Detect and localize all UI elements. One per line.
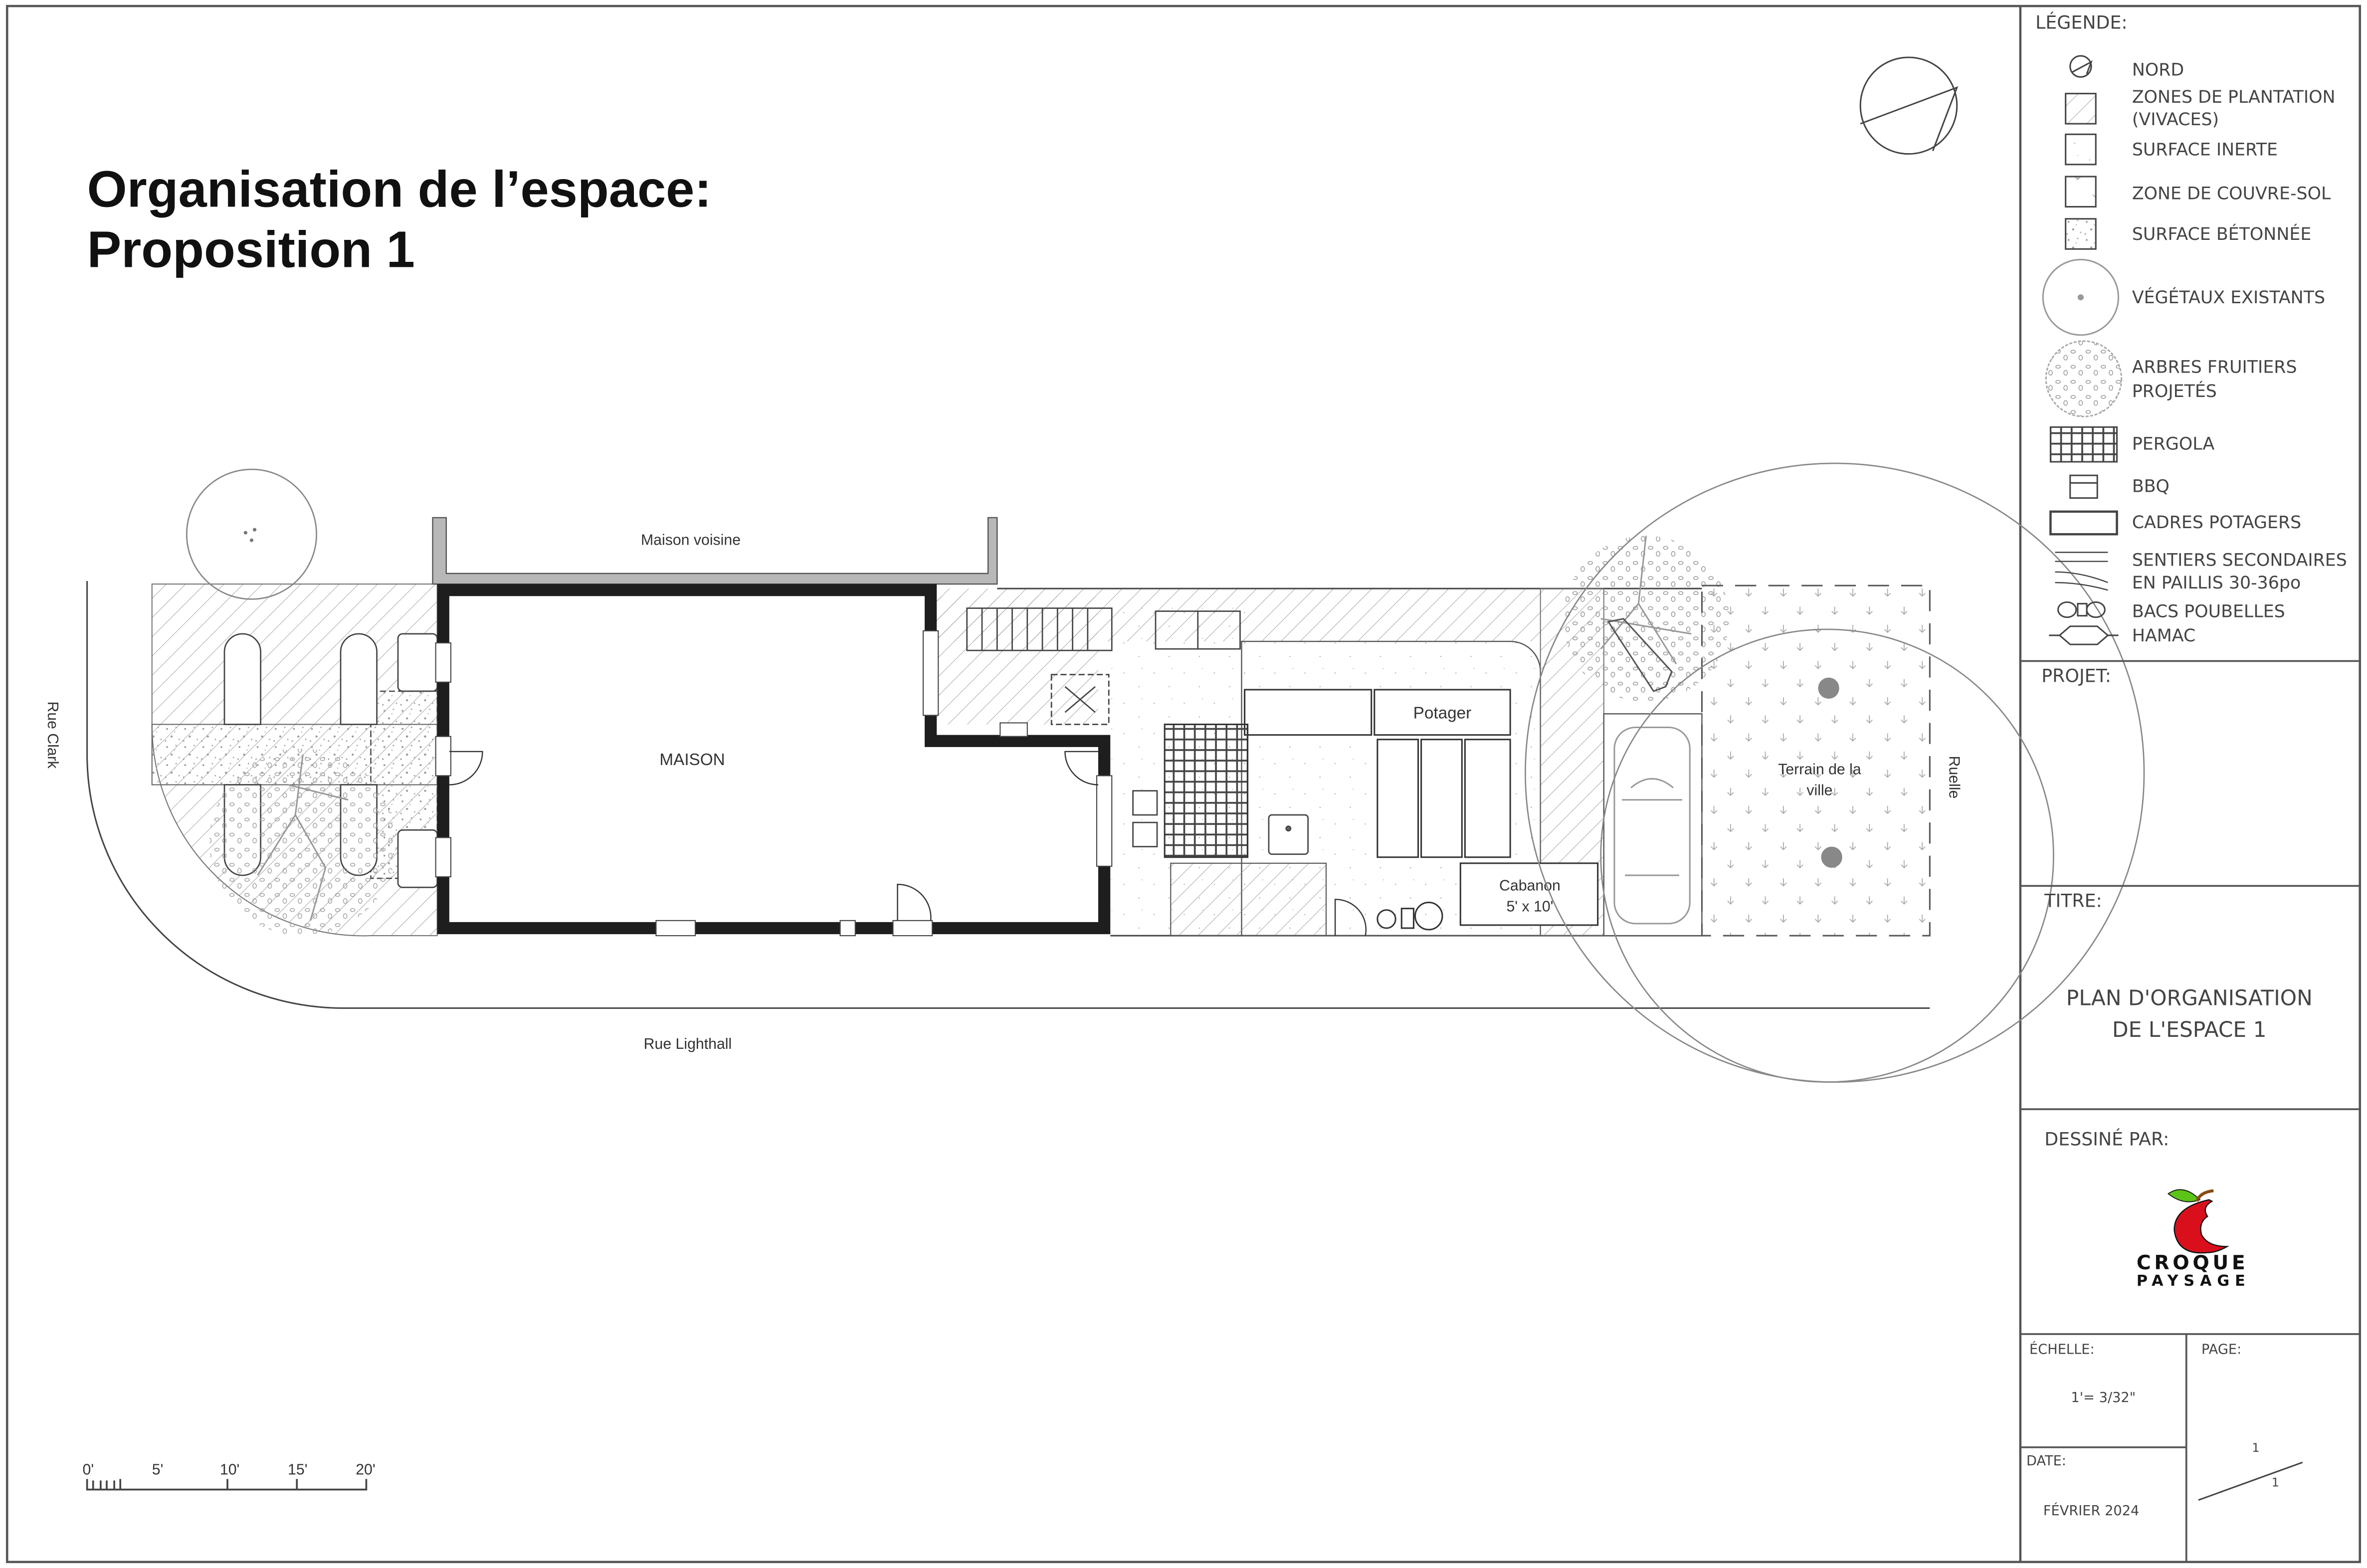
titre-value-1: PLAN D'ORGANISATION (2066, 985, 2313, 1010)
maison-voisine (432, 517, 998, 585)
logo-text-paysage: PAYSAGE (2137, 1272, 2245, 1290)
legend-item-sentiers-2: EN PAILLIS 30-36po (2132, 573, 2301, 593)
fruit-tree-icon (2045, 340, 2123, 417)
page-label: PAGE: (2201, 1342, 2241, 1357)
bbq (1268, 814, 1309, 855)
garden-bed-icon (2049, 510, 2118, 536)
terrain-de-la-ville (1701, 585, 1931, 937)
pergola-icon (2049, 426, 2118, 463)
hatch-swatch (2065, 93, 2097, 125)
legend-icons (2042, 55, 2123, 645)
date-label: DATE: (2026, 1453, 2066, 1469)
legend-item-zones-plantation-2: (VIVACES) (2132, 110, 2219, 130)
croque-paysage-logo: CROQUE PAYSAGE (2137, 1189, 2245, 1290)
stairs (966, 607, 1113, 725)
inert-swatch (2065, 133, 2097, 166)
legend-item-arbres: ARBRES FRUITIERS (2132, 357, 2297, 377)
legend-item-couvre-sol: ZONE DE COUVRE-SOL (2132, 184, 2331, 203)
legend-item-pergola: PERGOLA (2132, 434, 2215, 454)
concrete-swatch (2065, 218, 2097, 250)
existing-tree-front (186, 468, 317, 600)
cabanon (1459, 862, 1599, 926)
legend-item-bacs: BACS POUBELLES (2132, 602, 2285, 622)
north-icon (2069, 55, 2093, 78)
legend-labels: NORD ZONES DE PLANTATION (VIVACES) SURFA… (2132, 60, 2347, 646)
hammock-seat (1155, 610, 1241, 650)
scale-tick-5: 5' (152, 1461, 164, 1478)
rue-lighthall-label: Rue Lighthall (644, 1036, 732, 1052)
potager-label: Potager (1413, 704, 1472, 722)
garden-beds (1244, 689, 1511, 858)
projet-label: PROJET: (2041, 665, 2111, 687)
legend-item-vegetaux: VÉGÉTAUX EXISTANTS (2132, 287, 2325, 308)
cabanon-size-label: 5' x 10' (1506, 899, 1553, 915)
rear-planting (1170, 862, 1327, 937)
scale-tick-10: 10' (220, 1461, 239, 1478)
north-arrow-icon (1859, 56, 1959, 155)
doors (449, 751, 1367, 936)
legend-item-bbq: BBQ (2132, 476, 2170, 496)
existing-city-trees (1525, 462, 2145, 1083)
cabanon-label: Cabanon (1499, 877, 1561, 894)
sheet-border (5, 4, 2362, 1564)
scale-tick-0: 0' (83, 1461, 94, 1478)
hammock-icon (2049, 625, 2119, 645)
pergola (1164, 723, 1249, 858)
titre-label: TITRE: (2044, 890, 2102, 912)
echelle-value: 1'= 3/32" (2071, 1390, 2136, 1405)
legend-heading: LÉGENDE: (2035, 11, 2127, 33)
page-title-line2: Proposition 1 (87, 221, 415, 278)
terrain-label-2: ville (1806, 783, 1832, 799)
legend-item-nord: NORD (2132, 60, 2184, 80)
date-value: FÉVRIER 2024 (2043, 1503, 2139, 1519)
scale-tick-15: 15' (288, 1461, 307, 1478)
windows (435, 630, 1113, 937)
dessine-label: DESSINÉ PAR: (2044, 1129, 2169, 1150)
legend-item-arbres-2: PROJETÉS (2132, 381, 2217, 401)
rue-clark-label: Rue Clark (44, 701, 61, 769)
parking-pad (1603, 713, 1703, 937)
legend-item-hamac: HAMAC (2132, 626, 2195, 646)
street-curb (86, 581, 1930, 1009)
page-current: 1 (2252, 1441, 2259, 1455)
fruit-tree-front (209, 748, 396, 936)
legend-item-zones-plantation: ZONES DE PLANTATION (2132, 87, 2336, 107)
fruit-tree-back (1563, 536, 1729, 702)
garbage-bins (1377, 902, 1443, 931)
existing-plant-icon (2042, 258, 2120, 336)
page-total: 1 (2272, 1476, 2279, 1490)
legend-item-surface-inerte: SURFACE INERTE (2132, 140, 2278, 160)
echelle-label: ÉCHELLE: (2029, 1341, 2095, 1357)
scale-bar (86, 1479, 368, 1491)
groundcover-swatch (2065, 176, 2097, 208)
titre-value-2: DE L'ESPACE 1 (2112, 1017, 2267, 1042)
path-icon (2055, 552, 2108, 591)
bbq-icon (2069, 474, 2098, 499)
terrain-label-1: Terrain de la (1778, 761, 1861, 778)
bins-icon (2057, 601, 2106, 618)
page-fraction-line (2198, 1461, 2303, 1501)
maison-walls (435, 584, 1367, 937)
maison-label: MAISON (659, 751, 725, 769)
scale-tick-20: 20' (356, 1461, 375, 1478)
legend-item-sentiers: SENTIERS SECONDAIRES (2132, 551, 2347, 571)
legend-item-cadres: CADRES POTAGERS (2132, 513, 2301, 533)
page-title-line1: Organisation de l’espace: (87, 161, 712, 218)
logo-text-croque: CROQUE (2137, 1251, 2245, 1274)
maison-voisine-label: Maison voisine (641, 532, 741, 548)
car-icon (1613, 727, 1691, 925)
legend-item-betonnee: SURFACE BÉTONNÉE (2132, 223, 2311, 244)
ruelle-label: Ruelle (1946, 756, 1963, 799)
title-block-lines (2020, 660, 2360, 1562)
